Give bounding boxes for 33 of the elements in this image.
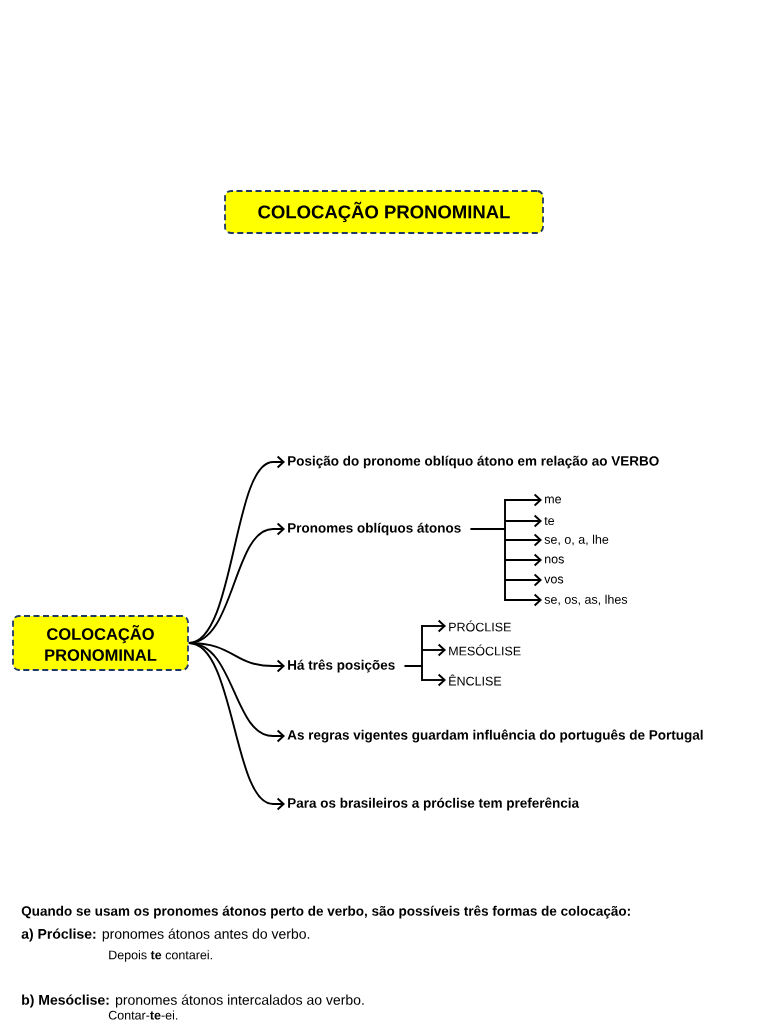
arrow — [504, 514, 542, 528]
branch-text: Para os brasileiros a próclise tem preferência — [288, 797, 580, 811]
curved-arrow — [187, 642, 285, 811]
branch-text: As regras vigentes guardam influência do português de Portugal — [287, 729, 703, 743]
bracket-line — [403, 624, 423, 682]
branch-text: Pronomes oblíquos átonos — [288, 522, 461, 536]
example-sentence: Depois te contarei. — [109, 950, 212, 962]
list-item: PRÓCLISE — [449, 620, 511, 632]
arrow — [421, 619, 446, 633]
example-sentence: Contar-te-ei. — [108, 1010, 178, 1020]
intro-sentence: Quando se usam os pronomes átonos perto de verbo, são possíveis três formas de colocação: — [21, 905, 630, 919]
list-item: te — [544, 516, 555, 526]
rule-text: a) Próclise: pronomes átonos antes do verbo. — [21, 928, 310, 942]
branch-text: Posição do pronome oblíquo átono em relação ao VERBO — [288, 455, 659, 469]
list-item: MESÓCLISE — [449, 644, 521, 656]
arrow — [504, 493, 542, 507]
title-box: COLOCAÇÃO PRONOMINAL — [224, 190, 544, 234]
arrow — [504, 533, 542, 547]
bracket-line — [469, 498, 506, 602]
arrow — [421, 673, 446, 687]
branch-text: Há três posições — [288, 659, 395, 673]
arrow — [504, 593, 542, 607]
list-item: se, os, as, lhes — [544, 594, 628, 606]
arrow — [504, 573, 542, 587]
rule-text: b) Mesóclise: pronomes átonos intercalados ao verbo. — [22, 994, 364, 1008]
arrow — [504, 553, 542, 567]
list-item: vos — [544, 576, 564, 584]
topic-box: COLOCAÇÃO PRONOMINAL — [12, 615, 189, 671]
arrow — [421, 643, 446, 657]
list-item: se, o, a, lhe — [544, 534, 609, 546]
list-item: nos — [545, 556, 564, 564]
list-item: me — [545, 496, 561, 504]
list-item: ÊNCLISE — [449, 674, 502, 686]
